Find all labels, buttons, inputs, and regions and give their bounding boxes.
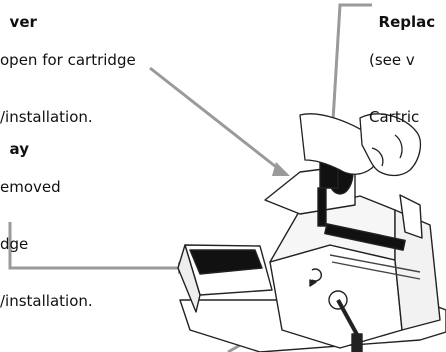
callout-replace-line-2: Cartric <box>369 108 435 127</box>
callout-cover-title: ver <box>10 13 37 31</box>
machine-body <box>178 150 446 352</box>
callout-tray-line-3: /installation. <box>0 292 93 311</box>
callout-tray: ay emoved dge /installation. <box>0 121 93 330</box>
callout-replace-title: Replac <box>379 13 436 31</box>
callout-tray-line-1: emoved <box>0 178 93 197</box>
callout-cover-line-1: open for cartridge <box>0 51 136 70</box>
crank-handle <box>352 334 362 352</box>
callout-replace-line-1: (see v <box>369 51 435 70</box>
callout-replace: Replac (see v Cartric <box>369 0 435 146</box>
callout-tray-line-2: dge <box>0 235 93 254</box>
leader-line-top-left <box>150 68 280 170</box>
callout-tray-title: ay <box>10 140 29 158</box>
